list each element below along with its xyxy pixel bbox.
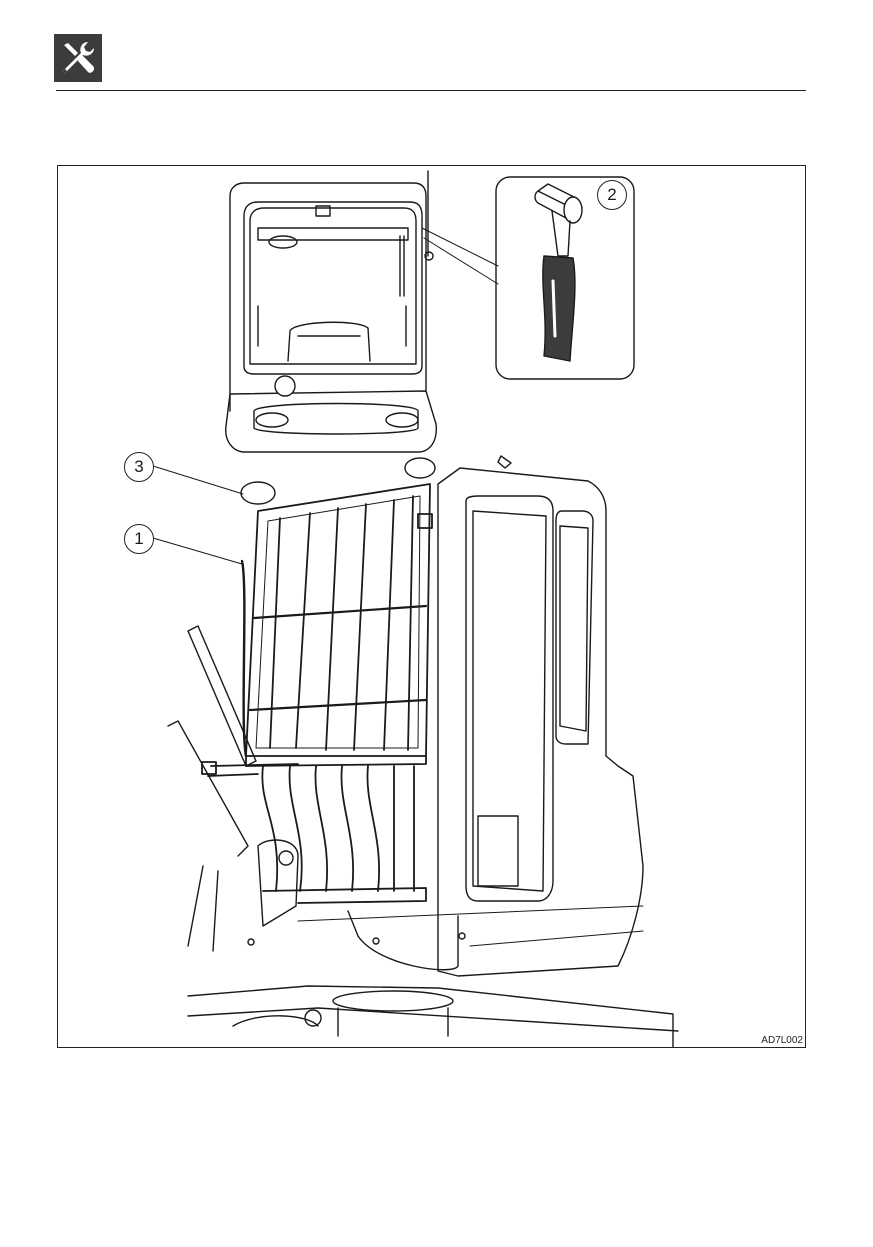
- excavator-cab-illustration: [58, 166, 806, 1048]
- figure-frame: 2 3 1 AD7L002: [57, 165, 806, 1048]
- header-divider: [56, 90, 806, 91]
- front-guard-grille: [202, 484, 432, 903]
- callout-1: 1: [124, 524, 154, 554]
- figure-code: AD7L002: [761, 1035, 803, 1046]
- maintenance-tools-icon: [54, 34, 102, 82]
- callout-2: 2: [597, 180, 627, 210]
- rear-cab-view: [226, 171, 437, 452]
- callout-3: 3: [124, 452, 154, 482]
